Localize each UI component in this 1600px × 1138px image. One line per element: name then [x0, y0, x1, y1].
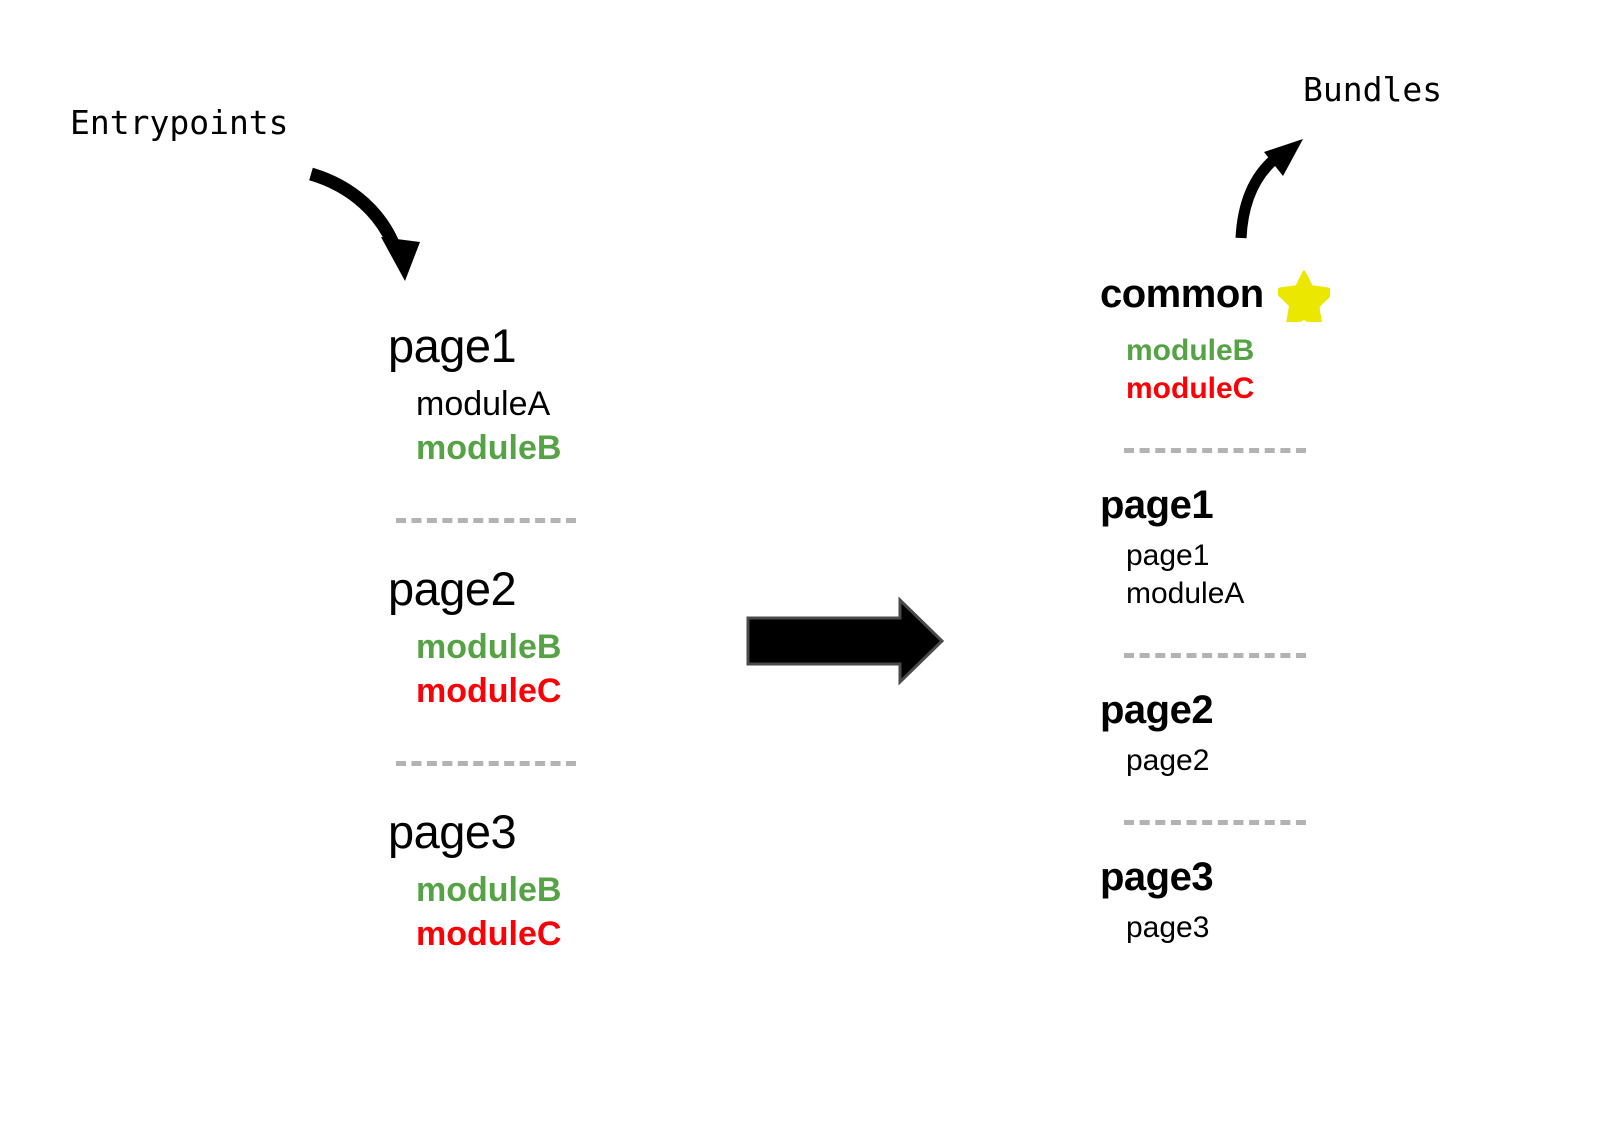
entrypoint-group-title: page1	[388, 319, 517, 372]
entrypoints-caption: Entrypoints	[70, 103, 289, 142]
bundle-module-list: moduleB moduleC	[1100, 332, 1430, 408]
bundles-column: common moduleB moduleC page1 page1	[1100, 268, 1430, 948]
group-separator	[1124, 653, 1306, 659]
entrypoint-group-title: page3	[388, 805, 517, 859]
bundle-group: common moduleB moduleC	[1100, 268, 1430, 408]
entrypoint-group: page3 moduleB moduleC	[388, 808, 718, 956]
group-separator	[1124, 448, 1306, 454]
module-item: page3	[1126, 911, 1210, 945]
module-item: moduleB	[416, 871, 562, 910]
bundle-module-list: page3	[1100, 909, 1430, 947]
group-separator	[396, 761, 576, 767]
bundle-group: page1 page1 moduleA	[1100, 485, 1430, 613]
entrypoints-column: page1 moduleA moduleB page2 moduleB modu…	[388, 322, 718, 956]
curved-arrow-down-right-icon	[309, 167, 420, 281]
bundle-group-title: page1	[1100, 483, 1214, 528]
module-item: moduleB	[416, 428, 562, 467]
bundle-group-title-row: common	[1100, 268, 1430, 322]
module-item: moduleA	[416, 385, 551, 423]
bundle-group: page3 page3	[1100, 857, 1430, 947]
group-separator	[396, 518, 576, 524]
bundle-group-title: page3	[1100, 855, 1214, 900]
bundles-caption: Bundles	[1303, 70, 1443, 109]
bundle-group: page2 page2	[1100, 690, 1430, 780]
bundle-group-title-row: page3	[1100, 857, 1430, 897]
group-separator	[1124, 820, 1306, 826]
module-item: moduleC	[416, 914, 562, 953]
entrypoint-group: page1 moduleA moduleB	[388, 322, 718, 470]
module-item: moduleB	[1126, 334, 1255, 367]
block-arrow-right-icon	[746, 596, 945, 686]
module-item: moduleB	[416, 628, 562, 667]
entrypoint-group-title: page2	[388, 562, 517, 616]
module-item: moduleA	[1126, 577, 1245, 611]
module-item: page1	[1126, 539, 1210, 573]
module-item: page2	[1126, 744, 1210, 778]
bundle-group-title-row: page2	[1100, 690, 1430, 730]
bundle-group-title: common	[1100, 272, 1264, 316]
bundle-group-title: page2	[1100, 688, 1214, 733]
module-item: moduleC	[416, 671, 562, 710]
bundle-module-list: page1 moduleA	[1100, 537, 1430, 613]
bundle-module-list: page2	[1100, 742, 1430, 780]
entrypoint-module-list: moduleB moduleC	[388, 869, 718, 956]
entrypoint-group: page2 moduleB moduleC	[388, 565, 718, 713]
entrypoint-module-list: moduleB moduleC	[388, 626, 718, 713]
module-item: moduleC	[1126, 372, 1255, 406]
bundle-group-title-row: page1	[1100, 485, 1430, 525]
curved-arrow-up-right-icon	[1235, 139, 1303, 239]
entrypoint-module-list: moduleA moduleB	[388, 383, 718, 470]
star-icon	[1277, 270, 1330, 322]
